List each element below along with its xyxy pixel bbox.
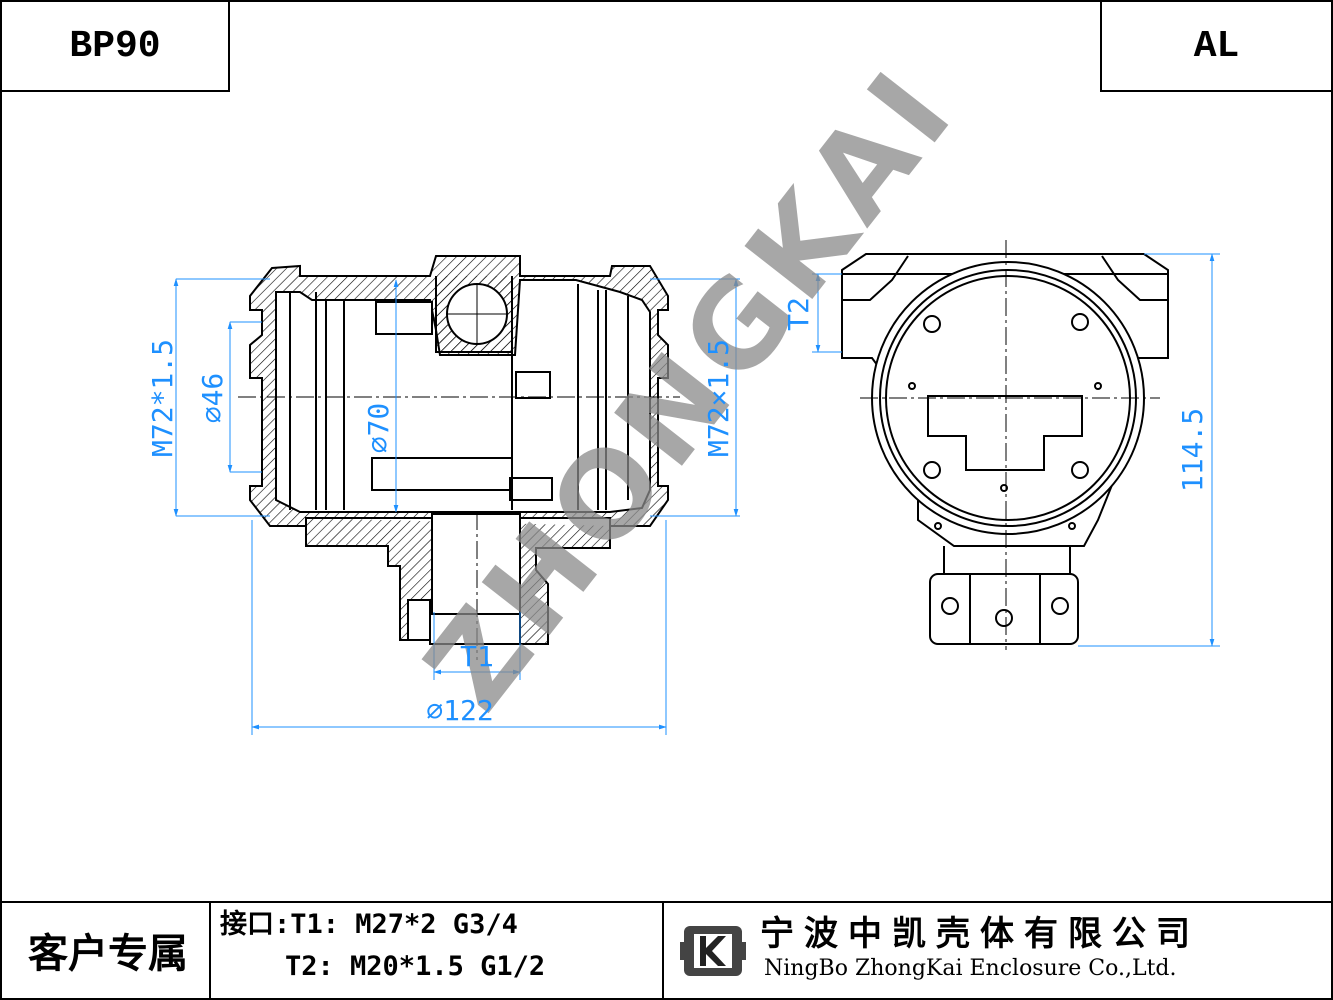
dim-dia-122: ⌀122 xyxy=(426,694,493,727)
company-logo-icon xyxy=(680,926,746,976)
section-dimensions xyxy=(173,278,740,735)
section-centerlines xyxy=(238,396,680,660)
company-name-cn: 宁波中凯壳体有限公司 xyxy=(760,914,1200,954)
material-box xyxy=(1100,0,1333,92)
dim-thread-right: M72×1.5 xyxy=(702,339,735,457)
port-spec: 接口:T1: M27*2 G3/4 T2: M20*1.5 G1/2 xyxy=(220,904,660,996)
dim-height: 114.5 xyxy=(1176,408,1209,492)
end-view-dimensions xyxy=(812,253,1220,647)
material-label: AL xyxy=(1193,24,1240,68)
dim-t2: T2 xyxy=(782,297,815,331)
port-spec-t2: T2: M20*1.5 G1/2 xyxy=(220,951,546,982)
end-view-centerlines xyxy=(860,240,1160,650)
model-box xyxy=(0,0,230,92)
inner-cavity xyxy=(275,279,651,513)
customer-label: 客户专属 xyxy=(28,930,188,977)
dim-thread-left: M72*1.5 xyxy=(146,339,179,457)
dim-dia-70: ⌀70 xyxy=(362,403,395,454)
dim-dia-46: ⌀46 xyxy=(196,373,229,424)
dim-t1: T1 xyxy=(460,640,494,673)
model-label: BP90 xyxy=(69,24,161,68)
port-spec-t1: 接口:T1: M27*2 G3/4 xyxy=(220,909,518,940)
section-view xyxy=(249,255,669,645)
company-name-en: NingBo ZhongKai Enclosure Co.,Ltd. xyxy=(764,956,1177,981)
